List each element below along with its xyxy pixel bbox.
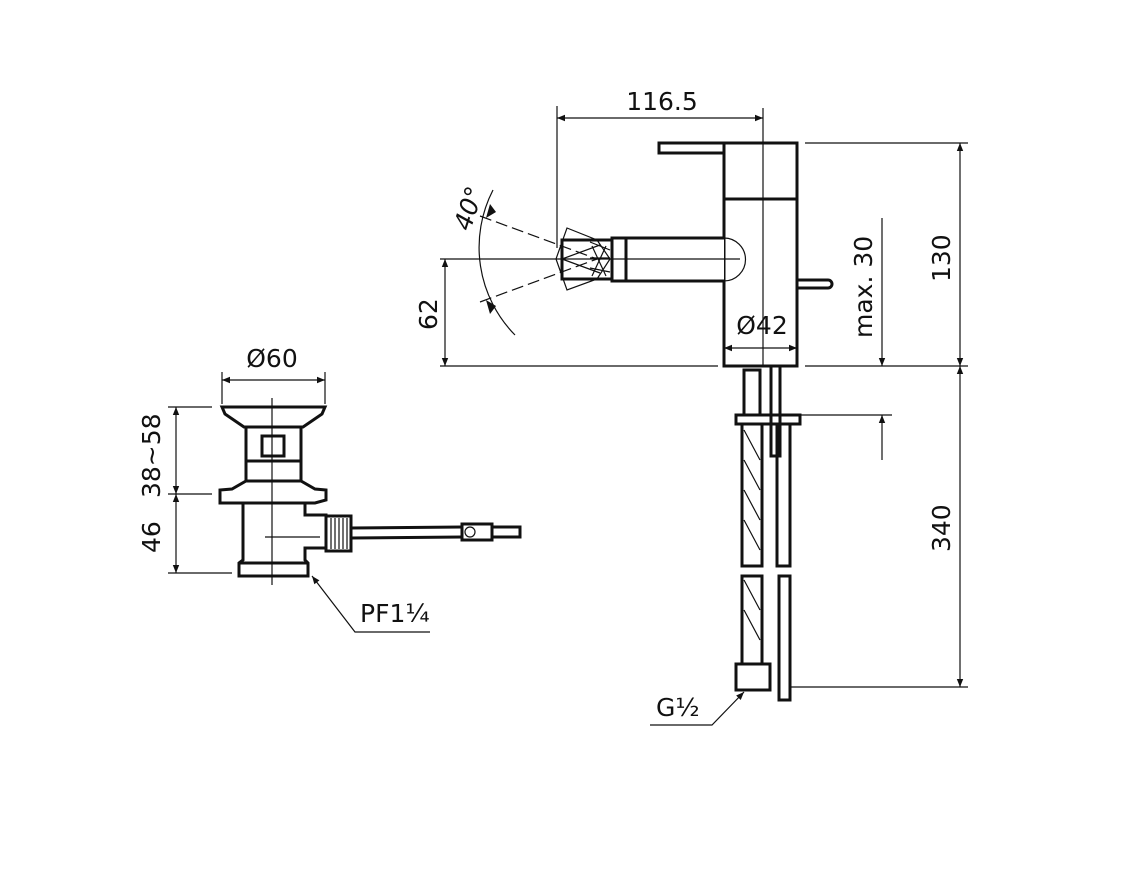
pull-rod [769,364,792,702]
dim-lower-height: 46 [137,521,166,553]
dim-body-diameter: Ø42 [736,311,788,340]
pop-up-waste-drawing: Ø60 38~58 46 PF1¼ [137,344,522,633]
dim-total-height: 130 [927,234,956,282]
dim-max-deck-thickness: max. 30 [849,236,878,338]
waste-cable [350,525,463,540]
waste-body [237,501,328,578]
bidet-mixer-drawing: 116.5 40° 62 Ø42 max. 30 130 340 G½ [414,87,968,726]
dim-adjust-range: 38~58 [137,413,166,498]
dim-hose-length: 340 [927,504,956,552]
supply-hose [734,368,802,692]
pop-up-rod-knob [797,278,834,290]
dim-waste-diameter: Ø60 [246,344,298,373]
thread-pf-one-quarter: PF1¼ [360,599,430,628]
dim-spout-height: 62 [414,298,443,330]
waste-flange [219,405,328,429]
waste-nut [324,514,353,553]
thread-g-half: G½ [656,693,700,722]
dim-spout-reach: 116.5 [626,87,698,116]
dim-spray-angle: 40° [448,183,489,234]
mixer-lever [657,141,724,155]
